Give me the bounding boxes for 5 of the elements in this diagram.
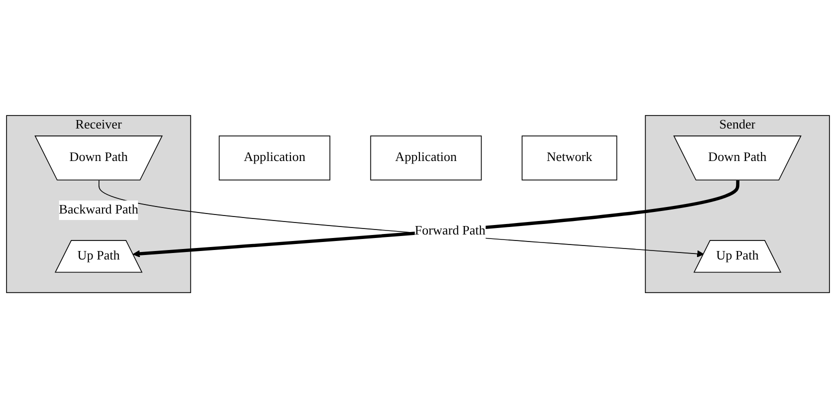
edge-label: Forward Path bbox=[414, 224, 486, 238]
node-box: Application bbox=[370, 136, 482, 181]
node-box: Application bbox=[218, 136, 330, 181]
edge-label: Backward Path bbox=[58, 203, 138, 218]
node-box: Network bbox=[522, 136, 618, 181]
